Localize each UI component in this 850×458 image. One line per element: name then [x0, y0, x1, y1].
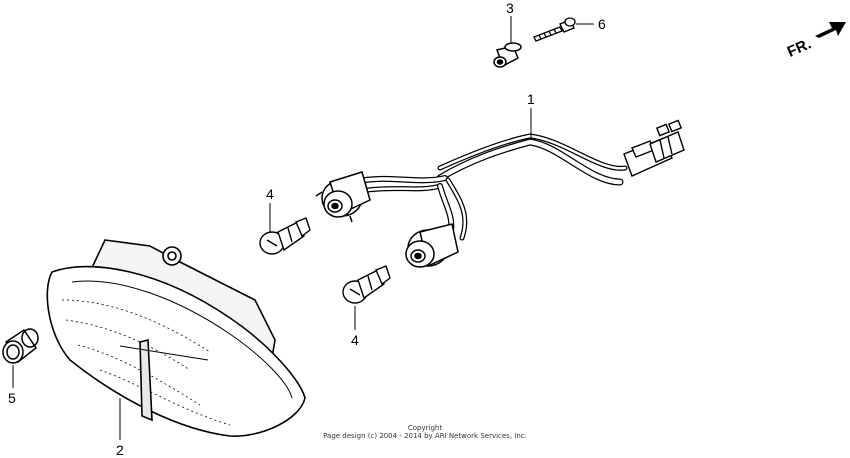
- bulb-lower-part: [342, 265, 391, 304]
- callout-4-lower: 4: [351, 332, 359, 348]
- copyright-line-1: Copyright: [407, 424, 443, 432]
- lower-bulb-socket: [405, 223, 459, 268]
- upper-bulb-socket: [315, 171, 371, 223]
- wire-harness-part: [362, 133, 628, 241]
- callout-5: 5: [8, 390, 16, 406]
- callout-1: 1: [527, 91, 535, 107]
- front-arrow-icon: [815, 22, 846, 38]
- grommet-part: [2, 328, 39, 364]
- taillight-lens-part: [46, 239, 306, 437]
- callout-6: 6: [598, 16, 606, 32]
- bulb-left-part: [259, 217, 311, 255]
- collar-part: [493, 42, 522, 68]
- callout-2: 2: [116, 442, 124, 458]
- callout-4-left: 4: [266, 186, 274, 202]
- bolt-part: [533, 17, 576, 42]
- front-direction-indicator: FR.: [785, 22, 846, 61]
- front-direction-label: FR.: [785, 35, 814, 60]
- callout-3: 3: [506, 0, 514, 16]
- copyright-line-2: Page design (c) 2004 - 2014 by ARI Netwo…: [323, 432, 527, 440]
- leader-lines: [12, 16, 594, 440]
- harness-connector: [623, 119, 685, 177]
